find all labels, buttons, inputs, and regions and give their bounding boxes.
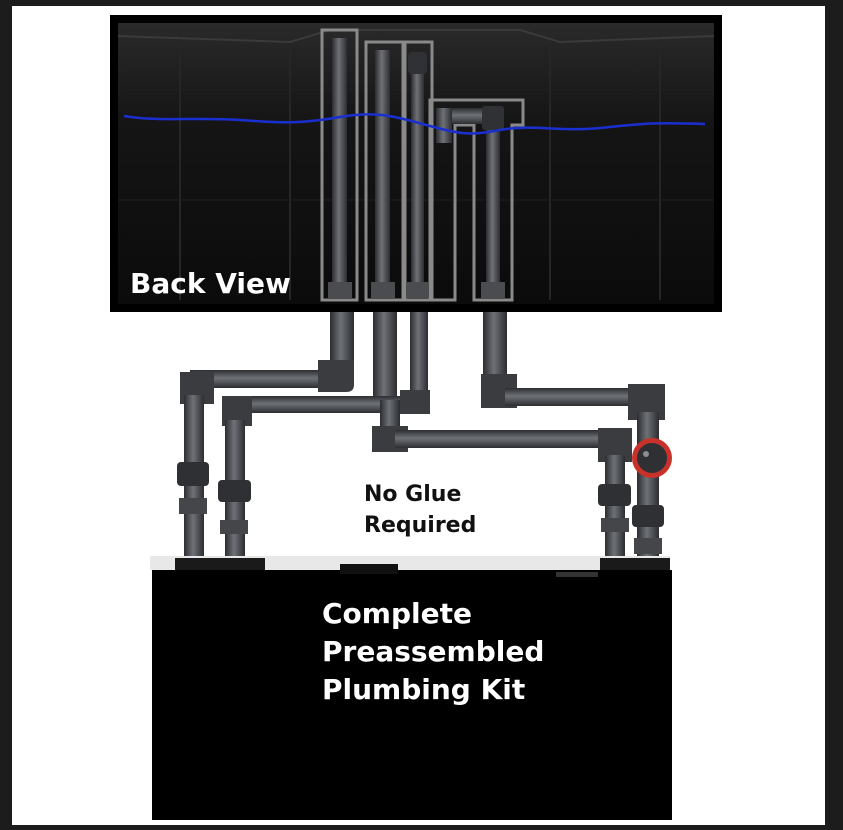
- kit-label-line3: Plumbing Kit: [322, 673, 525, 706]
- sump-tank: [150, 556, 672, 820]
- kit-label-line2: Preassembled: [322, 635, 544, 668]
- back-view-label: Back View: [130, 267, 291, 300]
- water-line: [123, 113, 706, 135]
- ball-valve: [632, 438, 672, 478]
- no-glue-label-line2: Required: [364, 513, 476, 538]
- overflow-box: [320, 28, 525, 302]
- kit-label-line1: Complete: [322, 597, 472, 630]
- internal-standpipes: [328, 38, 505, 298]
- no-glue-label-line1: No Glue: [364, 482, 461, 507]
